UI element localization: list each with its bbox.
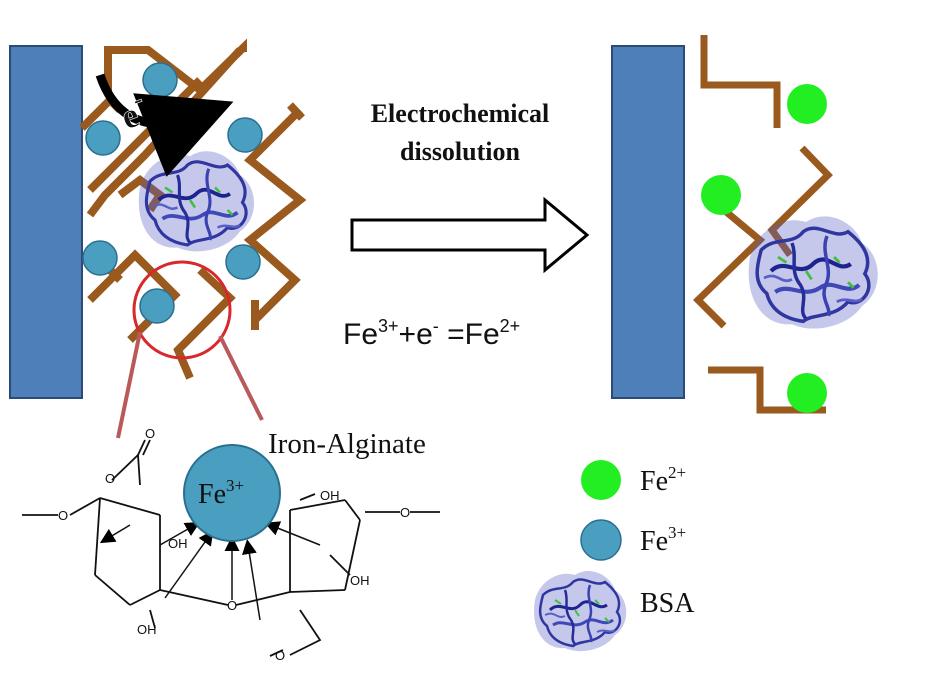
oh-label: OH bbox=[168, 536, 188, 551]
fe3-ion bbox=[142, 62, 178, 98]
magnifier-line-left bbox=[116, 331, 142, 439]
o-label: O bbox=[105, 471, 115, 486]
process-arrow bbox=[350, 196, 590, 274]
oh-label: OH bbox=[137, 622, 157, 637]
oh-label: OH bbox=[320, 488, 340, 503]
o-label: O bbox=[275, 648, 285, 663]
legend-bsa-icon bbox=[532, 569, 628, 653]
fe2-ion bbox=[701, 175, 741, 215]
o-label: O bbox=[227, 598, 237, 613]
fe3-ion bbox=[82, 240, 118, 276]
reduction-equation: Fe3++e- =Fe2+ bbox=[343, 316, 520, 351]
bsa-protein-right bbox=[749, 216, 878, 328]
fe3-ion bbox=[139, 288, 175, 324]
iron-alginate-fe3-label: Fe3+ bbox=[198, 476, 244, 510]
legend-fe3-label: Fe3+ bbox=[640, 523, 686, 557]
electron-arrow bbox=[95, 73, 234, 177]
right-electrode bbox=[611, 45, 685, 399]
process-title-line2: dissolution bbox=[400, 137, 520, 166]
process-title-line1: Electrochemical bbox=[371, 99, 550, 128]
legend: Fe2+ Fe3+ BSA bbox=[532, 460, 695, 653]
legend-fe2-label: Fe2+ bbox=[640, 463, 686, 497]
alginate-group-labels: OH OH OH OH O O O O O O bbox=[58, 426, 410, 663]
o-label: O bbox=[58, 508, 68, 523]
fe2-ion bbox=[787, 373, 827, 413]
left-electrode bbox=[9, 45, 83, 399]
alginate-structure bbox=[22, 439, 440, 657]
fe3-ion bbox=[225, 244, 261, 280]
left-fe3-ions bbox=[82, 62, 263, 324]
legend-fe3-swatch bbox=[580, 519, 622, 561]
o-label: O bbox=[400, 505, 410, 520]
coordination-arrows bbox=[99, 521, 321, 621]
fe3-ion bbox=[85, 120, 121, 156]
fe2-ion bbox=[787, 84, 827, 124]
o-label: O bbox=[145, 426, 155, 441]
oh-label: OH bbox=[350, 573, 370, 588]
iron-alginate-label: Iron-Alginate bbox=[268, 428, 426, 460]
iron-alginate-fe3-ion bbox=[183, 444, 281, 542]
magnifier-circle bbox=[132, 260, 232, 360]
magnifier-line-right bbox=[218, 335, 264, 421]
fe3-ion bbox=[227, 117, 263, 153]
bsa-protein-left bbox=[136, 149, 256, 254]
right-fe2-ions bbox=[701, 84, 827, 413]
legend-fe2-swatch bbox=[581, 460, 621, 500]
legend-bsa-label: BSA bbox=[640, 588, 695, 619]
